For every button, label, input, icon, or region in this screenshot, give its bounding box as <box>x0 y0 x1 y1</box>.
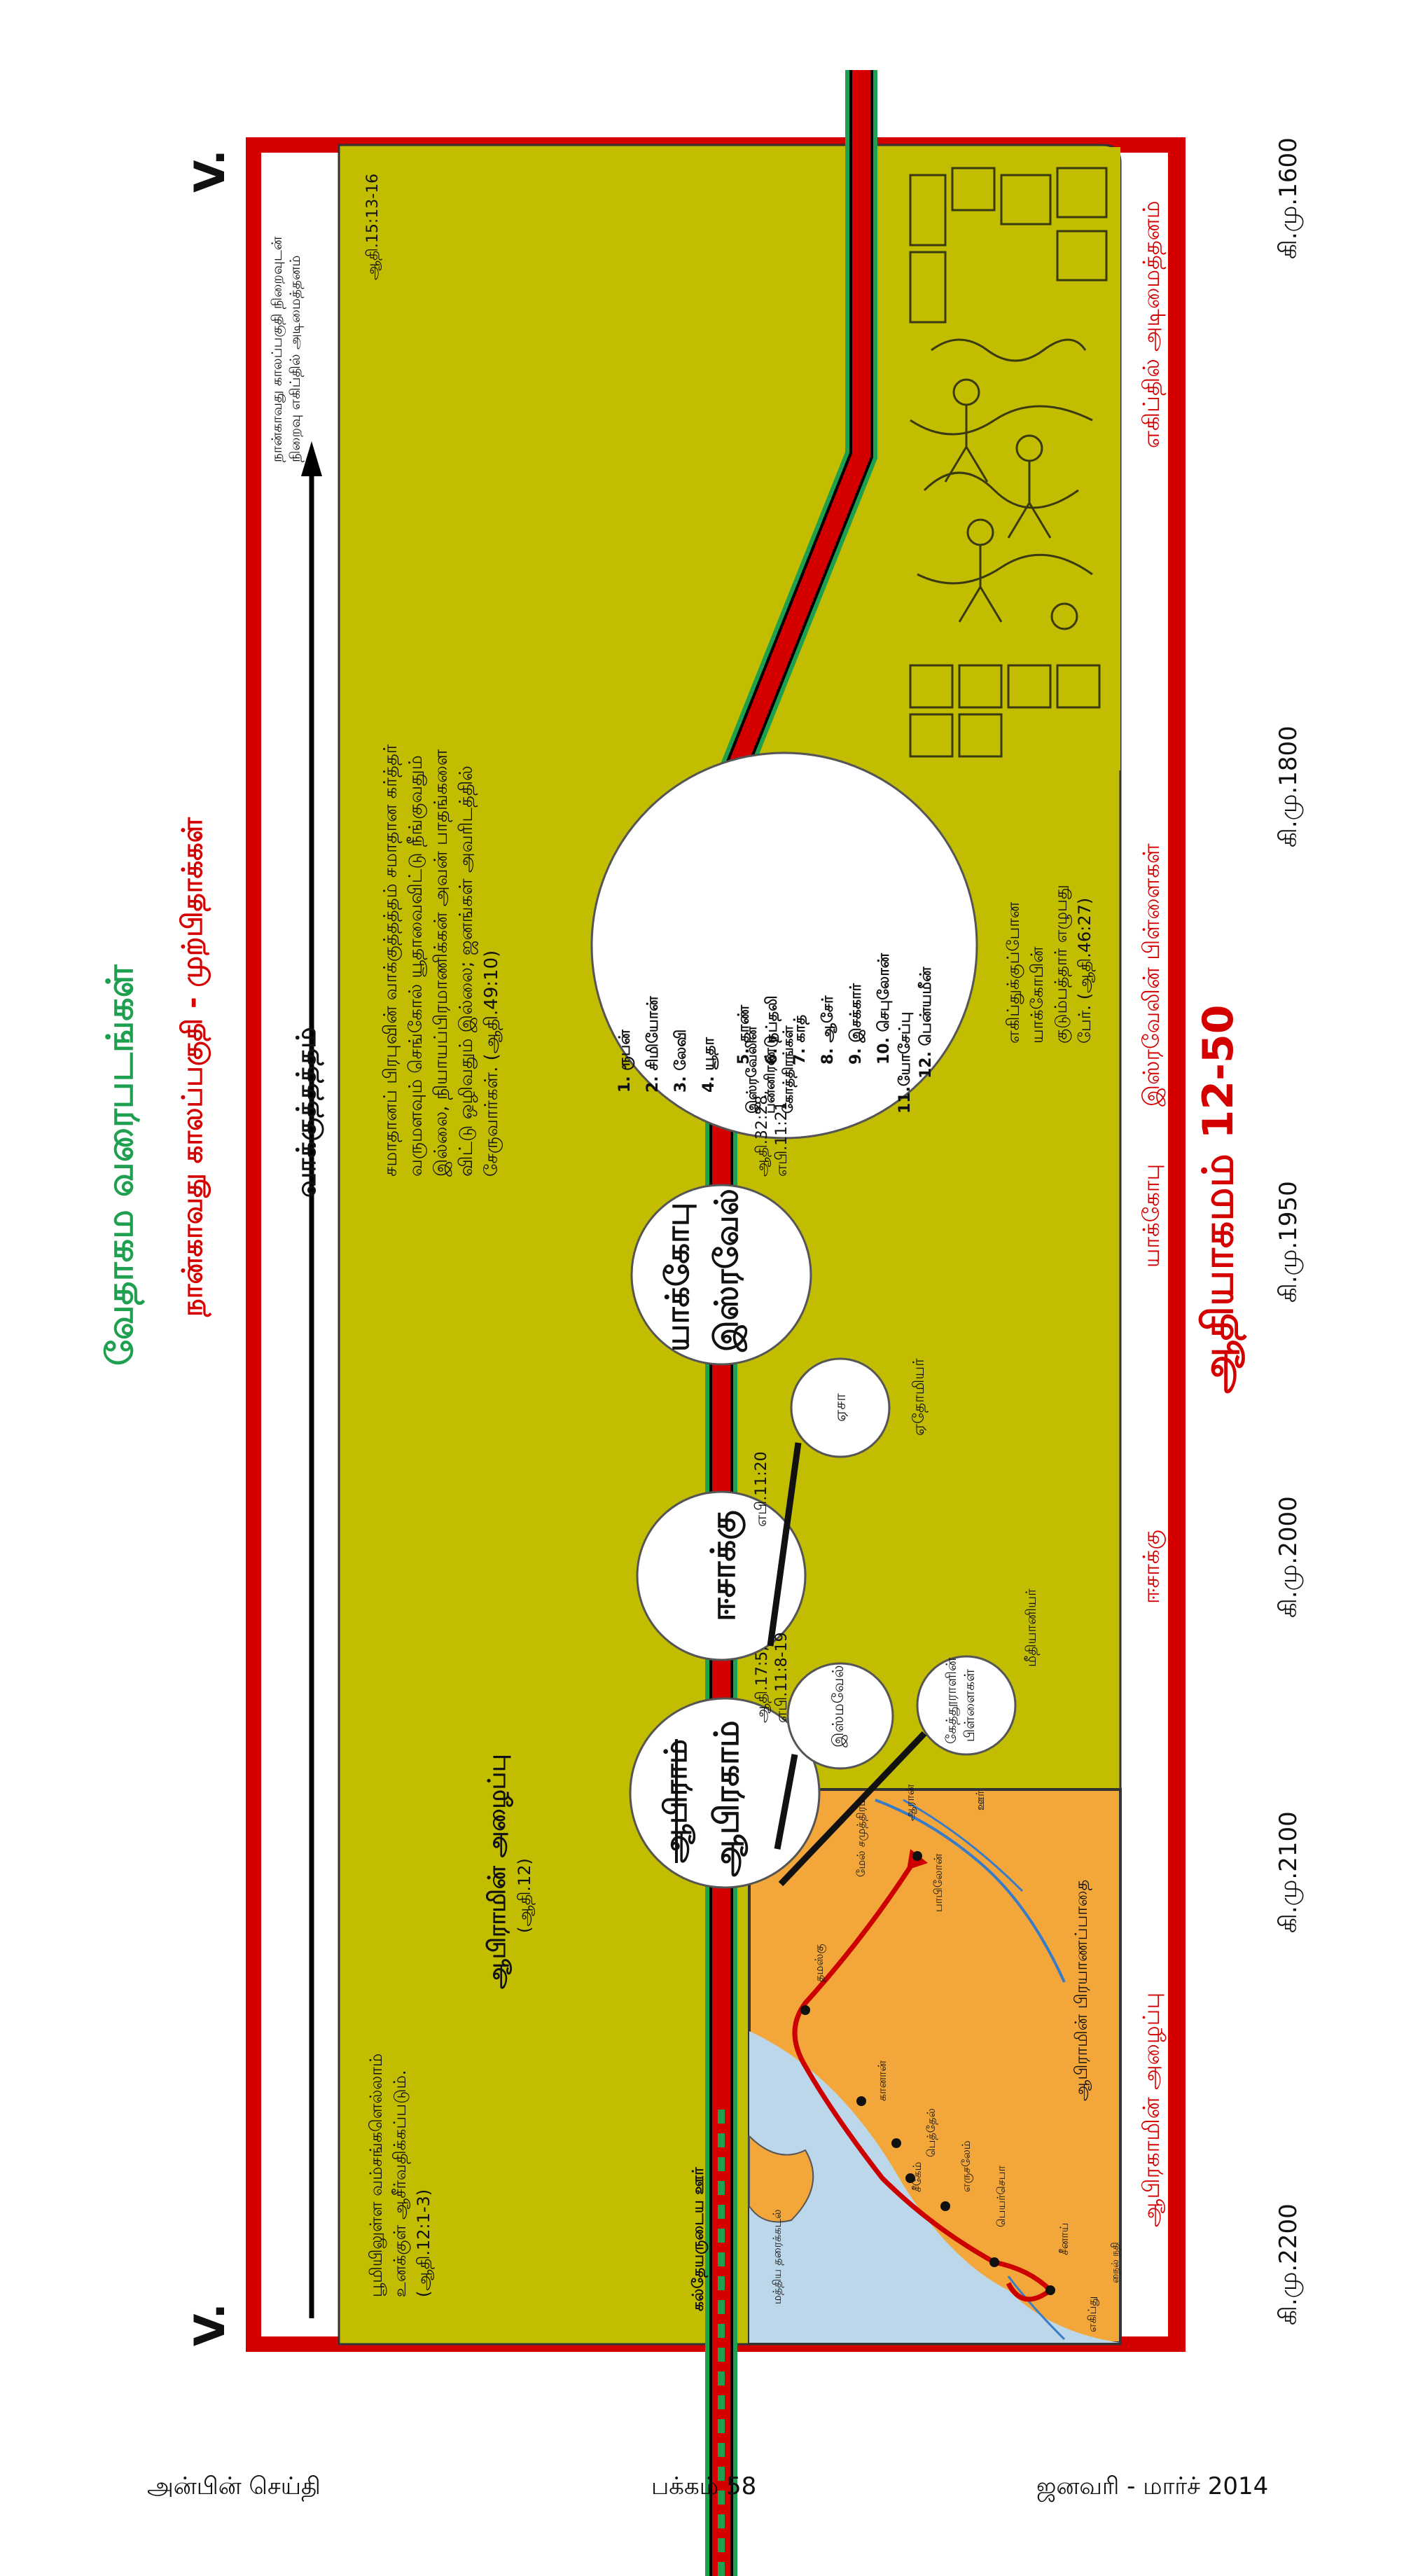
map-place-nile: நைல் நதி <box>1110 2242 1121 2283</box>
chart-title: வேதாகம வரைபடங்கள் <box>99 964 141 1366</box>
twelve-sons-list: 1. ரூபன் 2. சிமியோன் 3. லேவி 4. யூதா 5. … <box>616 784 945 1114</box>
jacob-label-1: யாக்கோபு <box>658 1202 696 1352</box>
son-3: 3. லேவி <box>672 1029 690 1093</box>
abraham-call-heading: ஆபிராமின் அழைப்பு <box>483 1754 511 1989</box>
map-place-bethel: பெத்தேல் <box>924 2108 938 2157</box>
bottom-label-isaac: ஈசாக்கு <box>1138 1530 1165 1604</box>
twelve-sons-circle <box>590 752 978 1140</box>
son-4: 4. யூதா <box>700 1037 718 1093</box>
date-1600: கி.மு.1600 <box>1274 137 1302 259</box>
arrow-strip <box>262 153 339 2336</box>
esau-circle <box>790 1357 891 1458</box>
map-place-haran: ஆரான் <box>903 1784 917 1821</box>
map-place-upper-sea: மேல் சமுத்திரம் <box>854 1797 868 1877</box>
son-8: 8. ஆசேர் <box>819 995 837 1065</box>
top-caption: நான்காவது காலப்பகுதி நிறைவுடன் நிறைவு எக… <box>268 236 303 462</box>
map-place-babylon: பாபிலோன் <box>931 1853 945 1912</box>
keturah-label: கேத்தூராளின் பிள்ளைகள் <box>943 1657 978 1744</box>
footer-page-number: பக்கம் 58 <box>651 2472 757 2500</box>
abraham-journey-map <box>748 1788 1122 2344</box>
reference-title: ஆதியாகமம் 12-50 <box>1194 1004 1243 1394</box>
ur-label: கல்தேயருடைய ஊர் <box>690 2167 707 2311</box>
footer-date: ஜனவரி - மார்ச் 2014 <box>1036 2472 1269 2500</box>
chart-subtitle: நான்காவது காலப்பகுதி - முற்பிதாக்கள் <box>176 817 209 1317</box>
bottom-red-bar <box>1168 147 1182 2346</box>
map-place-egypt: எகிப்து <box>1085 2296 1099 2332</box>
abraham-label-2: ஆபிரகாம் <box>707 1720 746 1877</box>
timeline-arrow-head <box>301 441 322 476</box>
esau-label: ஏசா <box>832 1393 849 1422</box>
promise-text: பூமியிலுள்ள வம்சங்களெல்லாம் உனக்குள் ஆசீ… <box>366 2053 433 2297</box>
edomites-label: ஏதோமியர் <box>910 1358 928 1436</box>
ishmael-label: இஸ்மவேல் <box>830 1665 847 1747</box>
ishmael-circle <box>786 1662 894 1770</box>
son-11: 11.யோசேப்பு <box>896 1011 914 1114</box>
son-9: 9. இசக்கார் <box>847 983 865 1065</box>
abraham-circle <box>629 1697 821 1889</box>
map-place-sinai: சீனாய் <box>1057 2222 1071 2255</box>
date-2000: கி.மு.2000 <box>1274 1496 1302 1618</box>
judah-promise-text: சமாதானப் பிரபுவின் வாக்குத்தத்தம் சமாதான… <box>380 744 502 1177</box>
map-place-mediterranean: மத்திய தரைக்கடல் <box>770 2209 784 2304</box>
isaac-ref: எபி.11:20 <box>753 1451 770 1527</box>
egypt-slavery-illustration <box>896 147 1120 770</box>
bottom-label-abraham: ஆபிரகாமின் அழைப்பு <box>1138 1992 1165 2227</box>
date-2100: கி.மு.2100 <box>1274 1811 1302 1933</box>
jacob-circle <box>630 1184 812 1366</box>
isaac-circle <box>636 1490 807 1661</box>
map-caption: ஆபிராமின் பிரயாணப்பாதை <box>1071 1879 1091 2101</box>
section-number-top: V. <box>186 149 235 193</box>
footer-magazine: அன்பின் செய்தி <box>147 2472 321 2500</box>
map-place-shechem: சீகேம் <box>910 2161 924 2192</box>
keturah-circle <box>916 1655 1017 1756</box>
bottom-label-jacob: யாக்கோபு <box>1138 1163 1165 1268</box>
son-10: 10. செபுலோன் <box>875 953 893 1065</box>
midianites-label: மீதியானியர் <box>1022 1588 1039 1667</box>
abraham-label-1: ஆபிராம் <box>658 1739 694 1863</box>
abraham-ref: ஆதி.17:5, எபி.11:8-19 <box>753 1632 791 1723</box>
twelve-tribes-heading: இஸ்ரவேலின் பன்னிரண்டு கோத்திரங்கள் <box>743 1025 796 1114</box>
son-1: 1. ரூபன் <box>616 1030 634 1093</box>
abraham-call-ref: (ஆதி.12) <box>515 1858 534 1933</box>
branch-lines <box>767 1442 927 1887</box>
top-ref: ஆதி.15:13-16 <box>364 173 382 280</box>
date-1950: கி.மு.1950 <box>1274 1181 1302 1303</box>
map-place-canaan: கானான் <box>875 2061 889 2101</box>
map-place-ur: ஊர் <box>973 1790 987 1811</box>
lineage-line <box>705 70 877 2576</box>
egypt-family-note: எகிப்துக்குப்போன யாக்கோபின் குடும்பத்தார… <box>1003 885 1094 1044</box>
jacob-label-2: இஸ்ரவேல் <box>707 1189 745 1352</box>
date-1800: கி.மு.1800 <box>1274 726 1302 847</box>
map-place-beersheba: பெயர்செபா <box>994 2165 1008 2227</box>
bottom-label-egypt-slavery: எகிப்தில் அடிமைத்தனம் <box>1138 200 1165 448</box>
son-12: 12. பென்யமீன் <box>917 967 935 1079</box>
map-place-damascus: தமஸ்கு <box>812 1944 826 1982</box>
timeline-label: வாக்குத்தத்தம் <box>291 1027 321 1198</box>
son-2: 2. சிமியோன் <box>644 996 662 1093</box>
node-circles <box>590 752 1017 1889</box>
bottom-label-israel-children: இஸ்ரவேலின் பிள்ளைகள் <box>1138 843 1165 1107</box>
section-number-bottom: V. <box>186 2303 235 2347</box>
date-2200: கி.மு.2200 <box>1274 2203 1302 2325</box>
isaac-label: ஈசாக்கு <box>704 1510 743 1621</box>
map-place-jerusalem: எருசலேம் <box>959 2140 973 2192</box>
